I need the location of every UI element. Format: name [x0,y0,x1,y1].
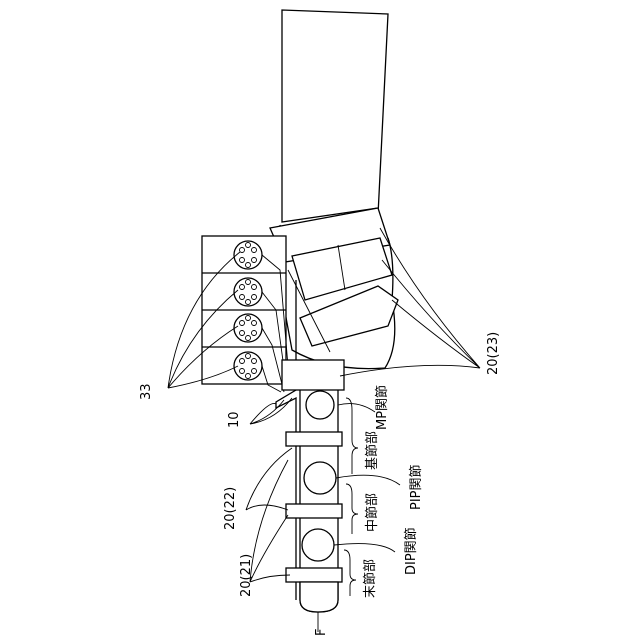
label-distal-phalanx: 末節部 [363,559,378,598]
leader-dip [334,544,395,552]
leader-pip [336,475,400,485]
label-pip-joint: PIP関節 [409,464,424,510]
brace-distal [344,550,356,596]
brace-proximal [346,398,358,474]
pulley-2 [234,278,262,306]
forearm-outline [282,10,388,222]
leader-10 [250,398,292,424]
fingertip [300,582,338,612]
label-dip-joint: DIP関節 [404,527,419,575]
label-middle-phalanx: 中節部 [365,493,380,532]
pulley-4 [234,352,262,380]
distal-band [286,568,342,582]
leader-mp [338,404,375,412]
label-10: 10 [227,411,242,428]
mp-joint-circle [306,391,334,419]
pulley-1 [234,241,262,269]
label-proximal-phalanx: 基節部 [365,431,380,470]
label-20-22: 20(22) [223,487,238,530]
brace-middle [346,484,358,534]
label-mp-joint: MP関節 [375,385,390,430]
middle-band [286,504,342,518]
proximal-band [286,432,342,446]
dip-joint-circle [302,529,334,561]
label-F: F [314,629,329,636]
label-33: 33 [139,383,154,400]
pip-joint-circle [304,462,336,494]
leader-20-21 [250,460,290,582]
label-20-23: 20(23) [486,332,501,375]
label-20-21: 20(21) [239,554,254,597]
pulley-3 [234,314,262,342]
mp-band [282,360,344,390]
